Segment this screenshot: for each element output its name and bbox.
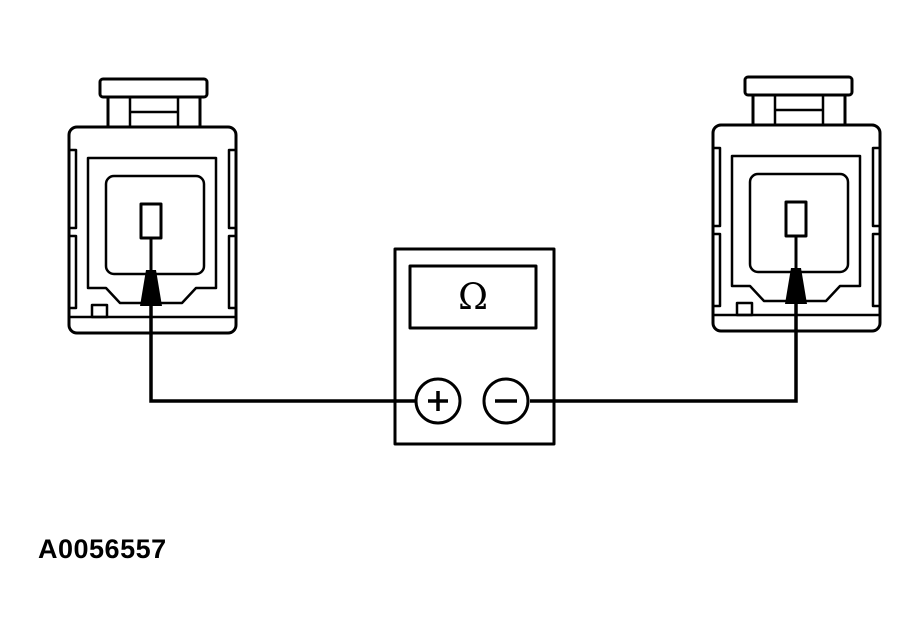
right-connector-cavity — [748, 172, 850, 274]
negative-test-lead — [530, 304, 798, 403]
positive-test-lead — [149, 306, 415, 403]
right-connector — [711, 75, 882, 333]
right-pin-terminal — [784, 200, 808, 238]
positive-terminal — [414, 377, 462, 425]
left-connector-cavity — [104, 174, 206, 276]
right-probe-tip — [785, 268, 807, 304]
right-latch-cap — [743, 75, 854, 97]
left-probe-tip — [140, 270, 162, 306]
positive-terminal-sign — [428, 391, 448, 411]
figure-id: A0056557 — [38, 534, 167, 564]
negative-terminal — [482, 377, 530, 425]
ohmmeter-display — [408, 264, 538, 330]
ohmmeter-body — [393, 247, 556, 446]
left-connector — [67, 77, 238, 335]
left-pin-terminal — [139, 202, 163, 240]
left-latch-cap — [98, 77, 209, 99]
ohm-symbol: Ω — [458, 277, 488, 318]
ohmmeter: Ω + − — [393, 247, 556, 446]
